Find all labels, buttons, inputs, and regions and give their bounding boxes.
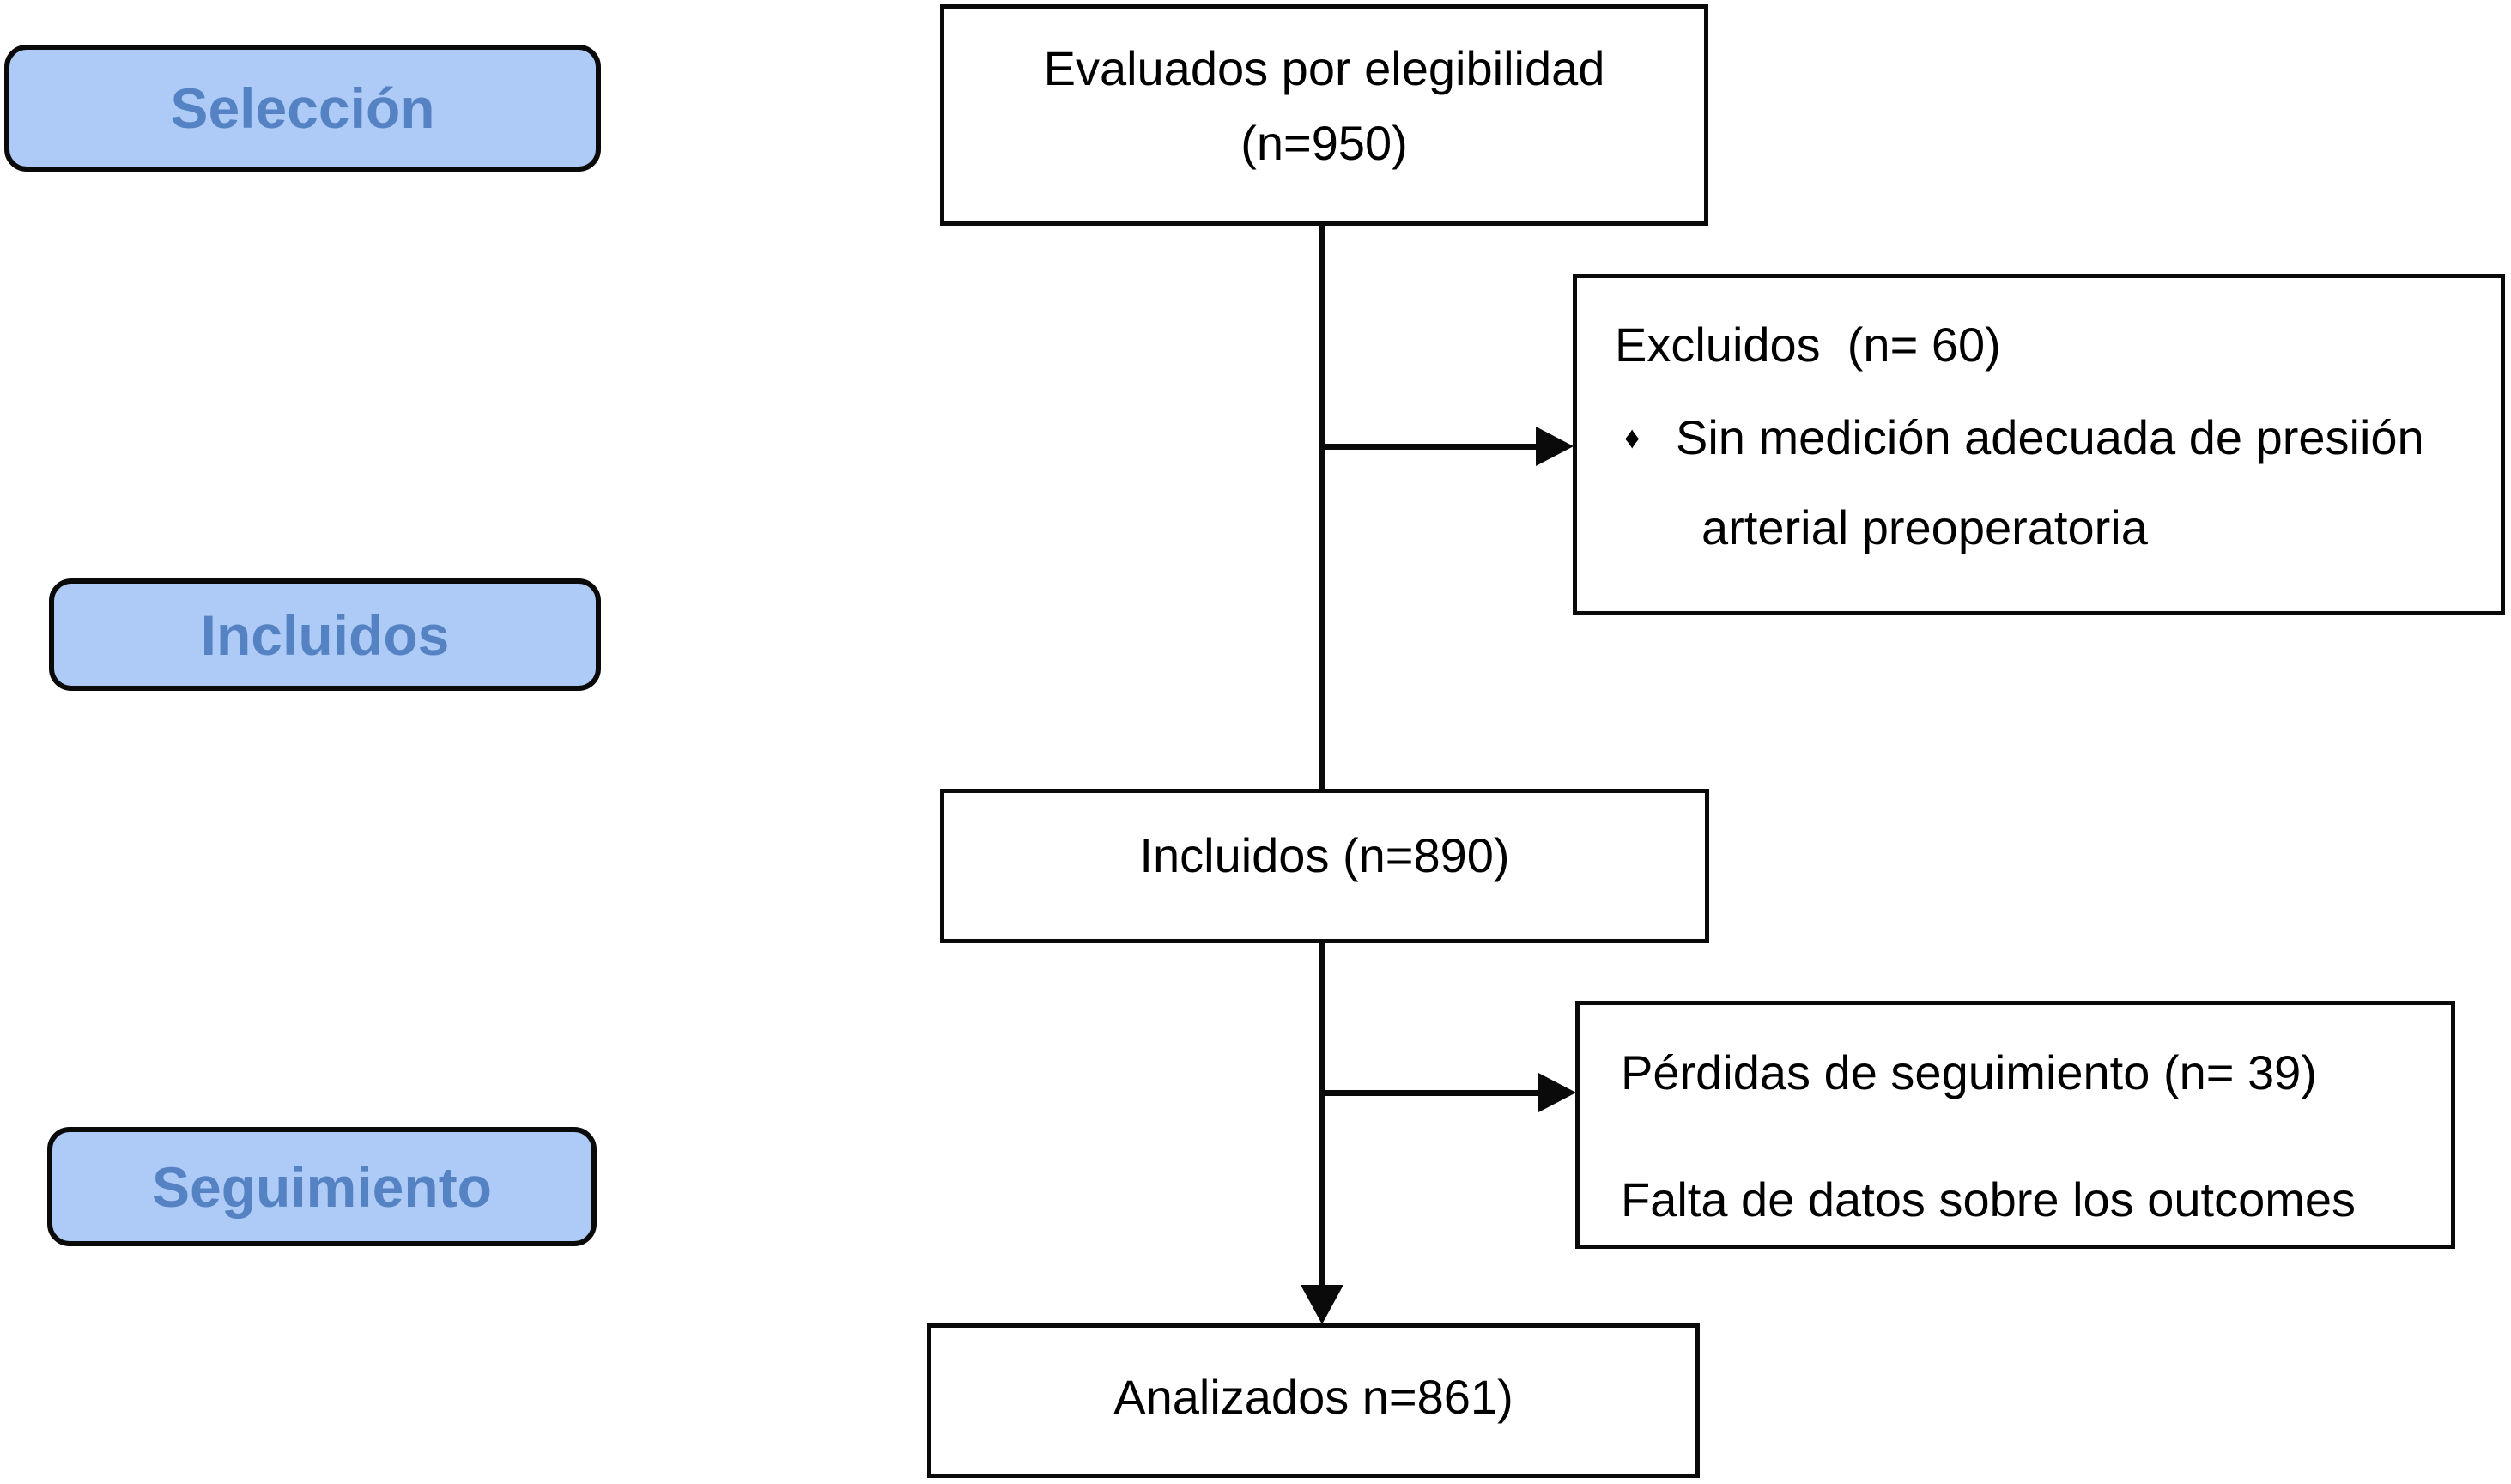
flow-box-lost-to-follow-up: Pérdidas de seguimiento (n= 39) Falta de… <box>1575 1001 2455 1249</box>
excluded-bullet-row: ♦ Sin medición adecuada de presiión arte… <box>1624 392 2501 572</box>
lost-line1: Pérdidas de seguimiento (n= 39) <box>1621 1045 2317 1099</box>
assessed-count: (n=950) <box>1240 116 1408 170</box>
flow-box-analyzed: Analizados n=861) <box>927 1323 1700 1478</box>
stage-label-selection: Selección <box>4 45 601 172</box>
connector-branch-to-excluded <box>1322 444 1538 450</box>
diamond-bullet-icon: ♦ <box>1624 420 1641 455</box>
connector-branch-to-lost <box>1322 1090 1538 1096</box>
assessed-line1: Evaluados por elegibilidad <box>1043 41 1605 95</box>
flow-box-assessed-eligibility: Evaluados por elegibilidad (n=950) <box>940 4 1708 226</box>
arrowhead-to-lost-icon <box>1538 1073 1576 1112</box>
connector-assessed-to-included <box>1319 225 1325 791</box>
excluded-title: Excluidos (n= 60) <box>1615 318 2001 372</box>
flow-box-included: Incluidos (n=890) <box>940 789 1709 943</box>
excluded-reason-line1: Sin medición adecuada de presiión <box>1676 410 2424 464</box>
flow-box-excluded: Excluidos (n= 60) ♦ Sin medición adecuad… <box>1573 274 2505 615</box>
stage-label-included: Incluidos <box>49 578 601 691</box>
arrowhead-to-excluded-icon <box>1536 427 1574 466</box>
excluded-reason-line2: arterial preoperatoria <box>1701 500 2148 554</box>
connector-included-to-analyzed <box>1319 942 1325 1287</box>
stage-label-follow-up: Seguimiento <box>47 1127 597 1246</box>
lost-line2: Falta de datos sobre los outcomes <box>1621 1172 2356 1227</box>
stage-label-selection-text: Selección <box>170 76 435 140</box>
stage-label-follow-up-text: Seguimiento <box>151 1154 493 1219</box>
stage-label-included-text: Incluidos <box>200 603 450 667</box>
excluded-reason: Sin medición adecuada de presiión arteri… <box>1676 392 2424 572</box>
included-label: Incluidos (n=890) <box>1139 827 1510 882</box>
analyzed-label: Analizados n=861) <box>1113 1369 1513 1424</box>
arrowhead-to-analyzed-icon <box>1301 1285 1343 1324</box>
